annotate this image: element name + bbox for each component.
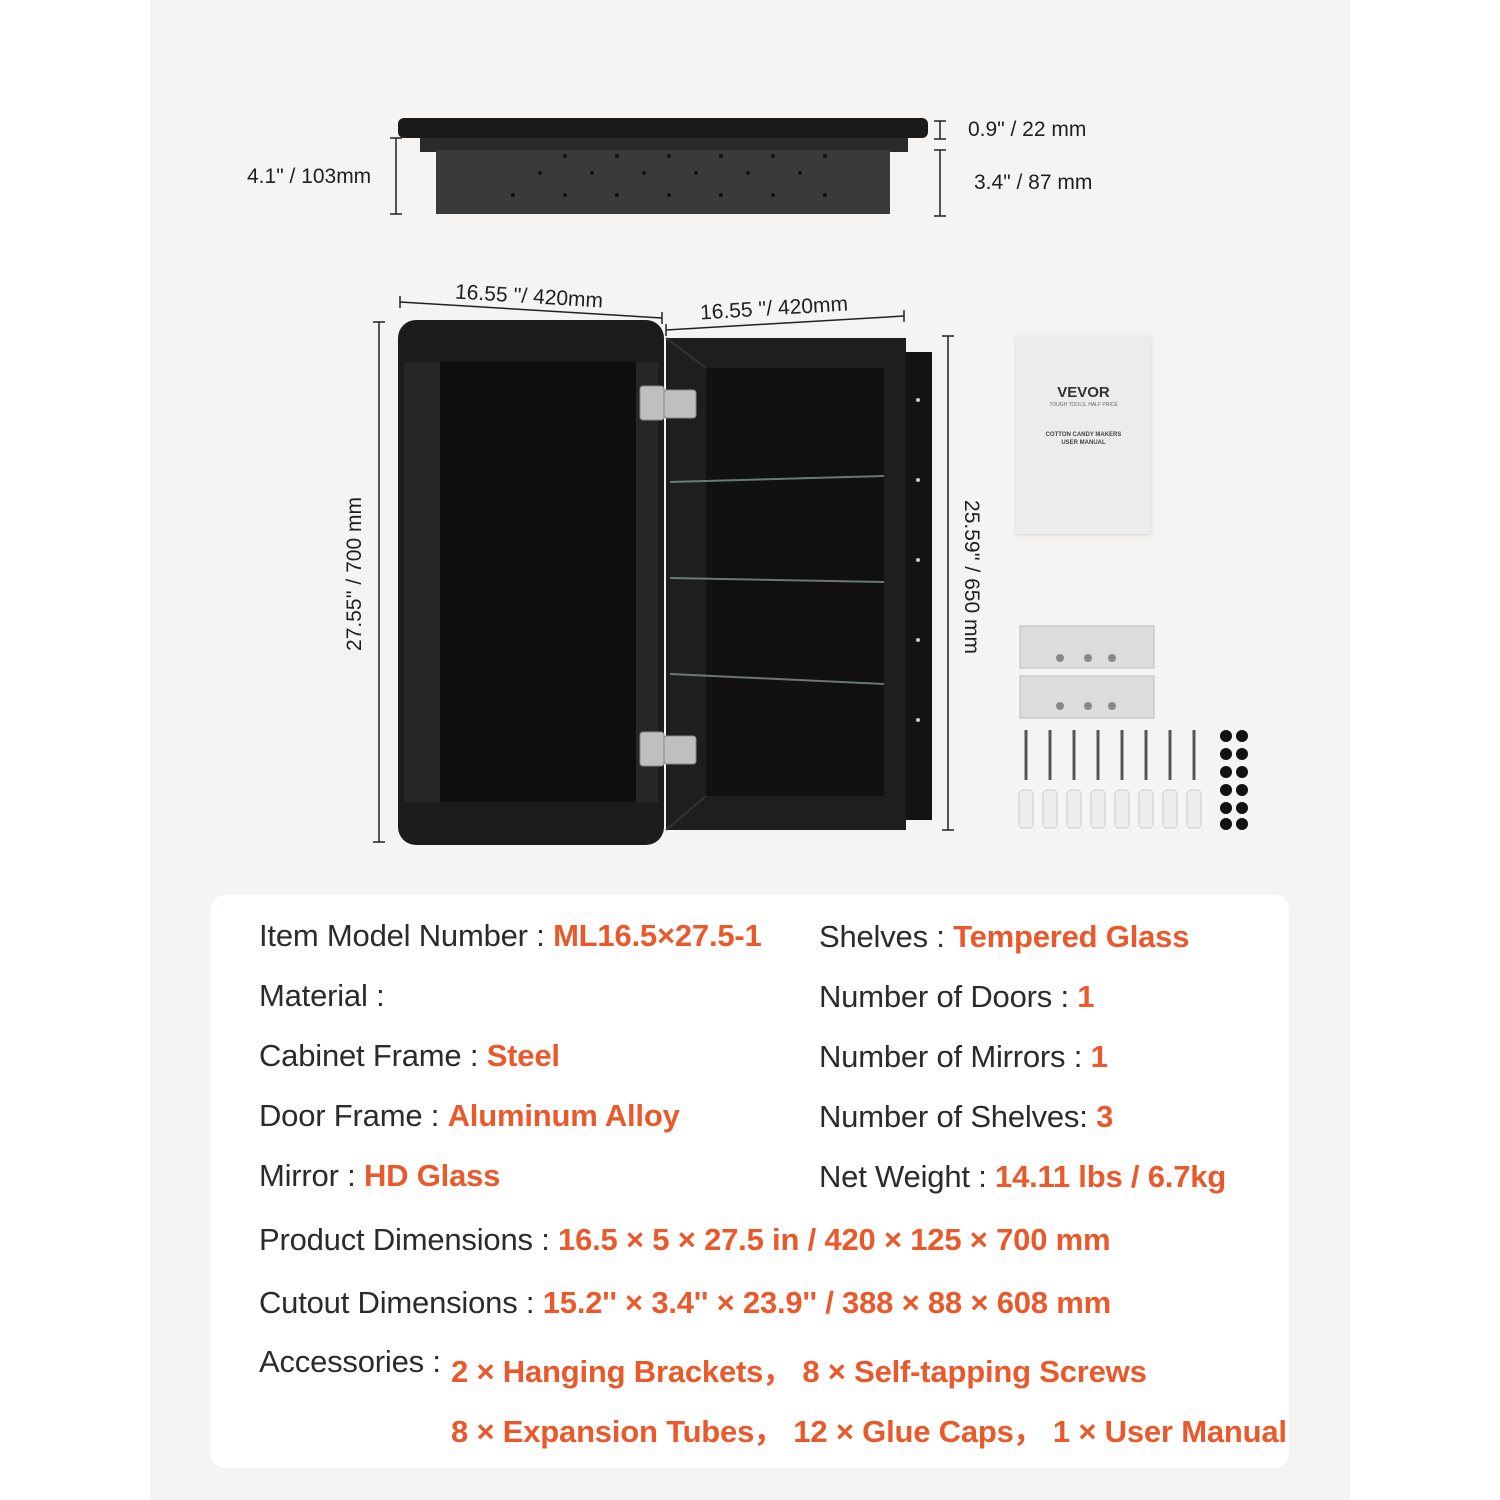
cabinet-door: [398, 320, 664, 845]
spec-door-frame: Door Frame : Aluminum Alloy: [259, 1098, 680, 1134]
manual-title: COTTON CANDY MAKERS USER MANUAL: [1016, 431, 1151, 447]
spec-mirrors-value: 1: [1090, 1039, 1108, 1074]
expansion-tubes: [1018, 789, 1202, 829]
spec-door-frame-value: Aluminum Alloy: [447, 1098, 680, 1133]
spec-accessories-label: Accessories :: [259, 1344, 441, 1379]
cabinet-body: [665, 337, 932, 831]
spec-product-dims: Product Dimensions : 16.5 × 5 × 27.5 in …: [259, 1222, 1111, 1258]
spec-num-shelves: Number of Shelves: 3: [819, 1099, 1113, 1135]
manual-title-line2: USER MANUAL: [1061, 440, 1106, 446]
spec-accessories-line1: 2 × Hanging Brackets， 8 × Self-tapping S…: [451, 1354, 1147, 1389]
spec-cutout-dims-value: 15.2'' × 3.4'' × 23.9'' / 388 × 88 × 608…: [542, 1285, 1111, 1320]
spec-doors-value: 1: [1077, 979, 1095, 1014]
glue-caps: [1220, 730, 1248, 830]
screws: [1024, 730, 1196, 780]
door-height-label: 27.55'' / 700 mm: [343, 497, 366, 651]
spec-cabinet-frame-label: Cabinet Frame :: [259, 1038, 479, 1073]
spec-doors: Number of Doors : 1: [819, 979, 1095, 1015]
manual-title-line1: COTTON CANDY MAKERS: [1045, 432, 1122, 438]
spec-cutout-dims-label: Cutout Dimensions :: [259, 1285, 535, 1320]
user-manual: VEVOR TOUGH TOOLS, HALF PRICE COTTON CAN…: [1016, 336, 1151, 534]
door-thickness-label: 0.9" / 22 mm: [968, 118, 1087, 141]
manual-brand: VEVOR: [1057, 384, 1110, 401]
body-height-label: 25.59'' / 650 mm: [960, 500, 983, 654]
spec-mirrors: Number of Mirrors : 1: [819, 1039, 1108, 1075]
spec-shelves-label: Shelves :: [819, 919, 945, 954]
spec-material: Material :: [259, 978, 385, 1014]
spec-accessories-line2: 8 × Expansion Tubes， 12 × Glue Caps， 1 ×…: [451, 1414, 1287, 1449]
spec-cutout-dims: Cutout Dimensions : 15.2'' × 3.4'' × 23.…: [259, 1285, 1111, 1321]
spec-net-weight: Net Weight : 14.11 lbs / 6.7kg: [819, 1159, 1226, 1195]
spec-shelves-value: Tempered Glass: [953, 919, 1190, 954]
spec-num-shelves-label: Number of Shelves:: [819, 1099, 1088, 1134]
cabinet-illustration: [373, 118, 1248, 845]
body-depth-label: 3.4" / 87 mm: [974, 171, 1093, 194]
spec-product-dims-label: Product Dimensions :: [259, 1222, 550, 1257]
spec-num-shelves-value: 3: [1096, 1099, 1114, 1134]
spec-mirror-value: HD Glass: [363, 1158, 501, 1193]
spec-cabinet-frame-value: Steel: [486, 1038, 560, 1073]
specs-card: [211, 895, 1289, 1468]
spec-material-label: Material :: [259, 978, 385, 1013]
total-depth-label: 4.1" / 103mm: [247, 165, 372, 188]
spec-doors-label: Number of Doors :: [819, 979, 1069, 1014]
manual-tagline: TOUGH TOOLS, HALF PRICE: [1049, 402, 1118, 408]
spec-model-value: ML16.5×27.5-1: [553, 918, 762, 953]
top-view: [398, 118, 928, 214]
hinge-icon: [639, 385, 697, 767]
spec-shelves: Shelves : Tempered Glass: [819, 919, 1189, 955]
spec-cabinet-frame: Cabinet Frame : Steel: [259, 1038, 560, 1074]
spec-mirrors-label: Number of Mirrors :: [819, 1039, 1083, 1074]
spec-mirror: Mirror : HD Glass: [259, 1158, 500, 1194]
spec-net-weight-value: 14.11 lbs / 6.7kg: [995, 1159, 1227, 1194]
spec-mirror-label: Mirror :: [259, 1158, 356, 1193]
spec-door-frame-label: Door Frame :: [259, 1098, 440, 1133]
spec-product-dims-value: 16.5 × 5 × 27.5 in / 420 × 125 × 700 mm: [558, 1222, 1111, 1257]
spec-net-weight-label: Net Weight :: [819, 1159, 987, 1194]
hanging-brackets: [1019, 625, 1155, 719]
spec-model-label: Item Model Number :: [259, 918, 545, 953]
spec-model: Item Model Number : ML16.5×27.5-1: [259, 918, 762, 954]
